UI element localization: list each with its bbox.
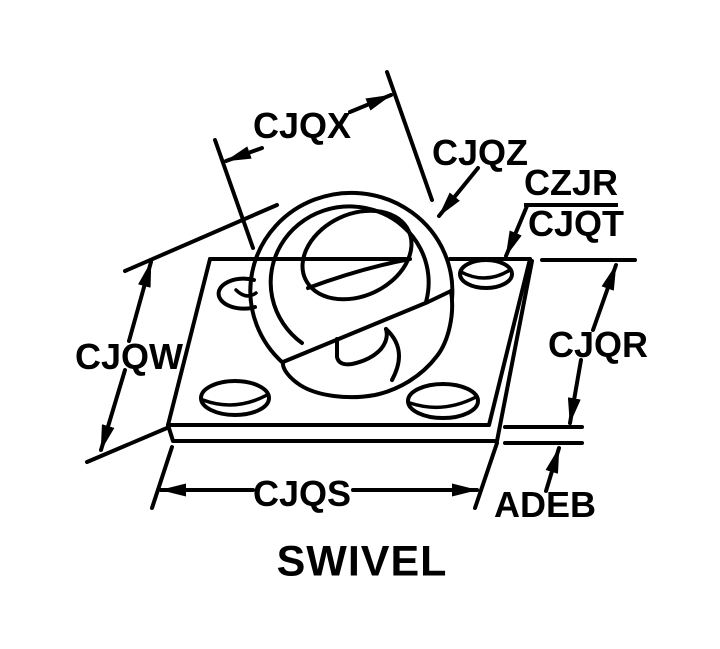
label-cjqz: CJQZ [431,132,529,173]
swivel-ring [248,190,455,365]
mounting-holes [199,258,514,420]
swivel-base-bracket [280,289,455,400]
cjqr-top-arrow [591,263,618,332]
part-title: SWIVEL [276,537,448,586]
hole-front-right [406,382,480,420]
extension-lines [85,70,637,510]
hole-back-right [458,258,514,290]
label-cjqs: CJQS [252,473,352,514]
adeb-arrow [544,446,561,493]
cjqx-left-arrow [224,146,264,163]
label-adeb: ADEB [493,484,597,525]
label-cjqx: CJQX [252,105,352,146]
dimension-arrows [99,93,618,497]
label-cjqw: CJQW [75,336,183,377]
hole-back-left [216,276,257,311]
czjr-cjqt-leader-arrow [504,204,529,258]
base-plate-outline [166,257,534,443]
label-cjqr: CJQR [547,324,649,365]
cjqx-right-arrow [348,93,393,114]
label-czjr: CZJR [523,165,619,207]
label-cjqt: CJQT [527,203,625,244]
hole-front-left [199,379,271,417]
cjqw-bottom-arrow [99,368,127,452]
cjqz-leader-arrow [437,166,480,218]
cjqr-bottom-arrow [567,358,583,425]
cjqw-top-arrow [127,260,153,343]
